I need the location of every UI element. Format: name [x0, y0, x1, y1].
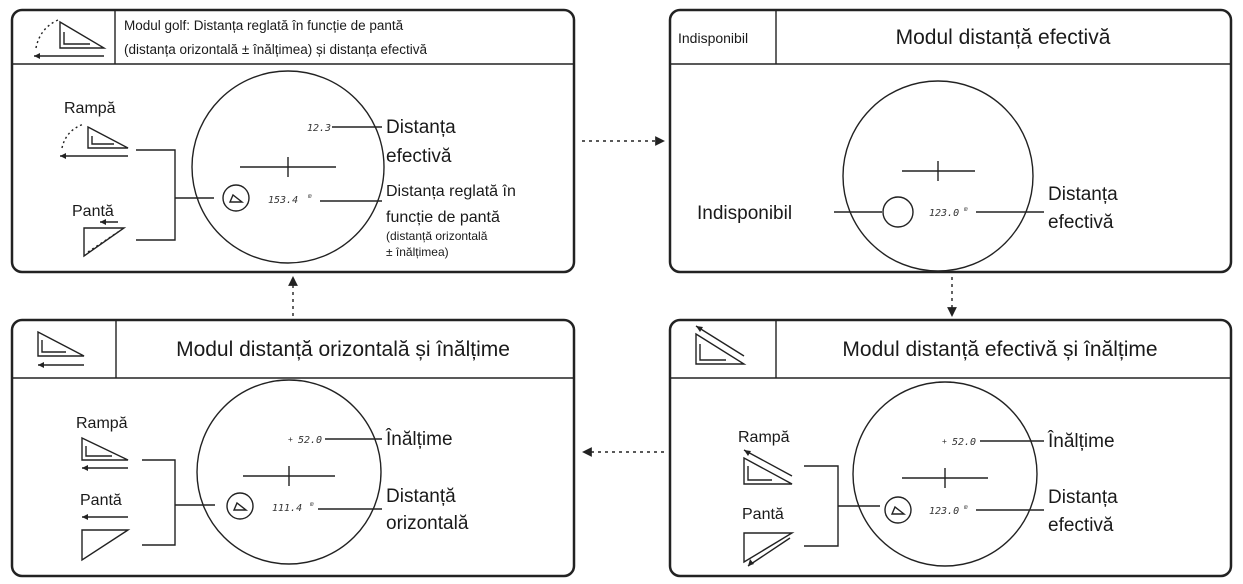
actual-viewfinder	[842, 80, 1034, 272]
actual-height-mode-icon	[695, 325, 747, 365]
golf-uphill-label: Rampă	[64, 100, 116, 117]
actual-title: Modul distanță efectivă	[896, 26, 1111, 49]
actual-height-readout-bottom: 123.0	[929, 506, 959, 517]
panel-actual-height-frame	[668, 318, 1233, 578]
actual-label-2: efectivă	[1048, 212, 1114, 233]
golf-label-adjusted-4: ± înălțimea)	[386, 245, 449, 259]
svg-text:+: +	[288, 435, 293, 444]
horizontal-label-distance-2: orizontală	[386, 513, 469, 534]
svg-text:m: m	[963, 504, 968, 511]
uphill-actual-icon	[743, 449, 793, 485]
svg-text:m: m	[963, 206, 968, 213]
panel-actual-distance-mode: Indisponibil Modul distanță efectivă 123…	[668, 8, 1233, 274]
actual-height-indicator-slope-icon	[890, 505, 907, 515]
actual-badge: Indisponibil	[678, 30, 748, 46]
golf-indicator-slope-icon	[228, 193, 245, 203]
unavailable-indicator	[882, 196, 914, 228]
actual-crosshair	[902, 161, 975, 181]
actual-height-label-2: efectivă	[1048, 515, 1114, 536]
horizontal-viewfinder	[196, 379, 382, 565]
horizontal-label-height: Înălțime	[385, 428, 453, 450]
horizontal-crosshair	[243, 466, 335, 486]
downhill-actual-icon	[743, 532, 795, 567]
golf-mode-icon	[34, 19, 107, 59]
actual-height-crosshair	[902, 468, 988, 488]
actual-height-slope-indicator	[884, 496, 912, 524]
horizontal-slope-indicator	[226, 492, 254, 520]
actual-unavailable-label: Indisponibil	[697, 203, 792, 224]
golf-label-adjusted-3: (distanță orizontală	[386, 229, 488, 243]
actual-height-uphill-label: Rampă	[738, 429, 790, 446]
golf-label-adjusted-1: Distanța reglată în	[386, 183, 516, 200]
actual-height-title: Modul distanță efectivă și înălțime	[842, 338, 1157, 361]
panel-horizontal-frame	[10, 318, 576, 578]
horizontal-indicator-slope-icon	[232, 501, 249, 511]
golf-header-line2: (distanța orizontală ± înălțimea) și dis…	[124, 42, 428, 57]
horizontal-readout-bottom: 111.4	[272, 503, 302, 514]
golf-downhill-label: Pantă	[72, 203, 114, 220]
actual-height-viewfinder	[852, 381, 1038, 567]
golf-readout-top: 12.3	[307, 123, 331, 134]
panel-golf-frame	[10, 8, 576, 274]
downhill-horizontal-icon	[81, 514, 131, 562]
horizontal-downhill-label: Pantă	[80, 492, 122, 509]
downhill-golf-icon	[83, 219, 127, 258]
actual-height-label-1: Distanța	[1048, 487, 1118, 508]
golf-viewfinder	[191, 70, 385, 264]
panel-golf-mode: Modul golf: Distanța reglată în funcție …	[10, 8, 576, 274]
uphill-golf-icon	[60, 123, 129, 159]
actual-height-label-height: Înălțime	[1047, 430, 1115, 452]
svg-text:m: m	[309, 501, 314, 508]
golf-crosshair	[240, 157, 336, 177]
uphill-horizontal-icon	[81, 436, 129, 471]
horizontal-mode-icon	[37, 330, 85, 368]
horizontal-readout-top: 52.0	[298, 435, 322, 446]
golf-readout-bottom: 153.4	[268, 195, 298, 206]
actual-height-downhill-label: Pantă	[742, 506, 784, 523]
horizontal-label-distance-1: Distanță	[386, 486, 456, 507]
golf-label-actual-2: efectivă	[386, 146, 452, 167]
panel-actual-frame	[668, 8, 1233, 274]
actual-height-readout-top: 52.0	[952, 437, 976, 448]
panel-horizontal-height-mode: Modul distanță orizontală și înălțime Ra…	[10, 318, 576, 578]
horizontal-uphill-label: Rampă	[76, 415, 128, 432]
golf-label-actual-1: Distanța	[386, 117, 456, 138]
golf-label-adjusted-2: funcție de pantă	[386, 209, 500, 226]
golf-slope-indicator	[222, 184, 250, 212]
actual-readout: 123.0	[929, 208, 959, 219]
panel-actual-height-mode: Modul distanță efectivă și înălțime Ramp…	[668, 318, 1233, 578]
actual-label-1: Distanța	[1048, 184, 1118, 205]
golf-header-line1: Modul golf: Distanța reglată în funcție …	[124, 18, 404, 33]
svg-text:+: +	[942, 437, 947, 446]
svg-text:m: m	[307, 193, 312, 200]
horizontal-title: Modul distanță orizontală și înălțime	[176, 338, 510, 361]
